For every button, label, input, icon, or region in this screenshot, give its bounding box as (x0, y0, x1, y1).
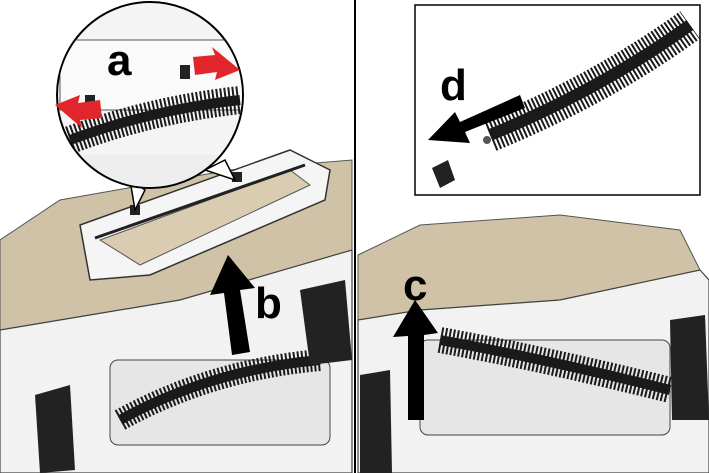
arrow-d (428, 95, 525, 143)
wheel-right-a (360, 370, 392, 473)
wheel-left (35, 385, 75, 473)
label-c: c (403, 261, 427, 310)
red-arrow-left (55, 95, 102, 128)
label-a: a (107, 36, 132, 85)
brush-cavity-left (109, 359, 331, 446)
arrow-b (210, 255, 255, 355)
detail-inset: d (414, 4, 701, 196)
arrow-c (393, 300, 438, 420)
label-d: d (440, 61, 467, 110)
main-brush-left (114, 349, 321, 430)
left-panel: b a (0, 1, 353, 473)
brush-cover (79, 149, 331, 281)
main-brush-right (437, 327, 674, 403)
wheel-right-b (670, 315, 709, 420)
brush-end-cap (432, 160, 455, 188)
right-panel: c d (357, 4, 709, 473)
magnifier-callout: a (55, 1, 244, 213)
wheel-right-left-panel (300, 280, 352, 365)
label-b: b (255, 279, 282, 328)
red-arrow-right (193, 47, 240, 80)
